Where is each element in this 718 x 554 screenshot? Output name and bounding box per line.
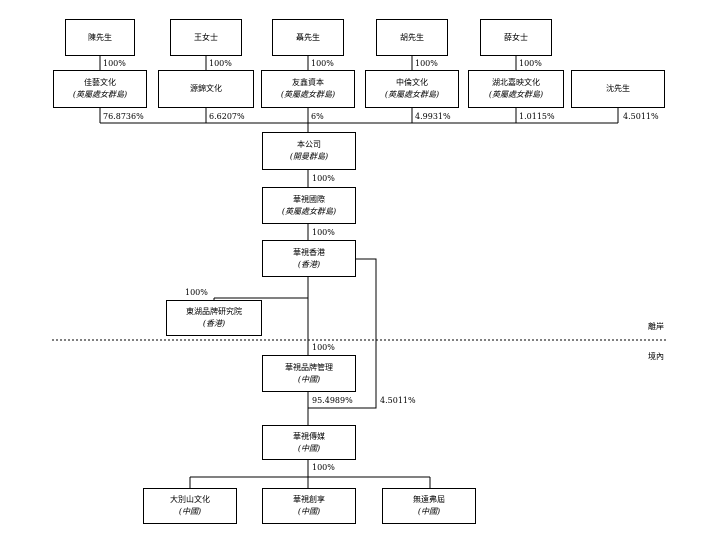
ownership-pct: 100% xyxy=(312,228,335,237)
intl-name: 華視國際 xyxy=(293,194,325,204)
ownership-pct: 100% xyxy=(103,59,126,68)
media-box: 華視傳媒 (中國) xyxy=(262,425,356,460)
media-jurisdiction: (中國) xyxy=(297,443,321,453)
shareholder-box: 王女士 xyxy=(170,19,242,56)
company-box: 本公司 (開曼群島) xyxy=(262,132,356,170)
ownership-pct: 4.5011% xyxy=(623,112,659,121)
intl-jurisdiction: (英屬處女群島) xyxy=(281,206,337,216)
shareholder-name: 薛女士 xyxy=(504,32,528,42)
ownership-pct: 76.8736% xyxy=(103,112,144,121)
holding-jurisdiction: (英屬處女群島) xyxy=(72,90,128,99)
holding-jurisdiction: (英屬處女群島) xyxy=(280,90,336,99)
ownership-pct: 6.6207% xyxy=(209,112,245,121)
subsidiary-jurisdiction: (中國) xyxy=(178,507,202,516)
institute-name: 東湖品牌研究院 xyxy=(186,307,242,316)
holding-box: 友鑫資本 (英屬處女群島) xyxy=(261,70,355,108)
ownership-pct: 1.0115% xyxy=(519,112,555,121)
ownership-pct: 4.9931% xyxy=(415,112,451,121)
holding-name: 源錦文化 xyxy=(190,84,222,93)
holding-jurisdiction: (英屬處女群島) xyxy=(384,90,440,99)
institute-box: 東湖品牌研究院 (香港) xyxy=(166,300,262,336)
onshore-label: 境內 xyxy=(648,352,664,361)
subsidiary-name: 大別山文化 xyxy=(170,495,210,504)
ownership-pct: 100% xyxy=(415,59,438,68)
subsidiary-box: 無遠弗屆 (中國) xyxy=(382,488,476,524)
holding-name: 湖北嘉映文化 xyxy=(492,78,540,87)
holding-box: 沈先生 xyxy=(571,70,665,108)
holding-box: 源錦文化 xyxy=(158,70,254,108)
ownership-pct: 6% xyxy=(311,112,324,121)
subsidiary-name: 無遠弗屆 xyxy=(413,495,445,504)
shareholder-box: 聶先生 xyxy=(272,19,344,56)
media-name: 華視傳媒 xyxy=(293,431,325,441)
holding-name: 沈先生 xyxy=(606,84,630,93)
holding-box: 中倫文化 (英屬處女群島) xyxy=(365,70,459,108)
brand-jurisdiction: (中國) xyxy=(297,374,321,384)
ownership-pct: 100% xyxy=(185,288,208,297)
institute-jurisdiction: (香港) xyxy=(202,319,226,328)
subsidiary-jurisdiction: (中國) xyxy=(297,507,321,516)
ownership-pct: 100% xyxy=(312,463,335,472)
holding-box: 湖北嘉映文化 (英屬處女群島) xyxy=(468,70,564,108)
subsidiary-jurisdiction: (中國) xyxy=(417,507,441,516)
hk-name: 華視香港 xyxy=(293,247,325,257)
subsidiary-name: 華視創享 xyxy=(293,495,325,504)
shareholder-name: 王女士 xyxy=(194,32,218,42)
holding-name: 友鑫資本 xyxy=(292,78,324,87)
holding-box: 佳藝文化 (英屬處女群島) xyxy=(53,70,147,108)
offshore-label: 離岸 xyxy=(648,322,664,331)
intl-box: 華視國際 (英屬處女群島) xyxy=(262,187,356,224)
ownership-pct: 100% xyxy=(519,59,542,68)
ownership-pct: 100% xyxy=(209,59,232,68)
ownership-pct: 100% xyxy=(311,59,334,68)
shareholder-name: 陳先生 xyxy=(88,32,112,42)
subsidiary-box: 華視創享 (中國) xyxy=(262,488,356,524)
shareholder-box: 胡先生 xyxy=(376,19,448,56)
subsidiary-box: 大別山文化 (中國) xyxy=(143,488,237,524)
shareholder-box: 陳先生 xyxy=(65,19,135,56)
holding-name: 中倫文化 xyxy=(396,78,428,87)
hk-jurisdiction: (香港) xyxy=(297,259,321,269)
brand-box: 華視品牌管理 (中國) xyxy=(262,355,356,392)
hk-box: 華視香港 (香港) xyxy=(262,240,356,277)
holding-name: 佳藝文化 xyxy=(84,78,116,87)
ownership-pct: 4.5011% xyxy=(380,396,416,405)
company-jurisdiction: (開曼群島) xyxy=(289,152,329,161)
shareholder-name: 聶先生 xyxy=(296,32,320,42)
brand-name: 華視品牌管理 xyxy=(285,362,333,372)
ownership-pct: 95.4989% xyxy=(312,396,353,405)
shareholder-box: 薛女士 xyxy=(480,19,552,56)
ownership-pct: 100% xyxy=(312,343,335,352)
holding-jurisdiction: (英屬處女群島) xyxy=(488,90,544,99)
shareholder-name: 胡先生 xyxy=(400,32,424,42)
ownership-pct: 100% xyxy=(312,174,335,183)
company-name: 本公司 xyxy=(297,140,321,149)
